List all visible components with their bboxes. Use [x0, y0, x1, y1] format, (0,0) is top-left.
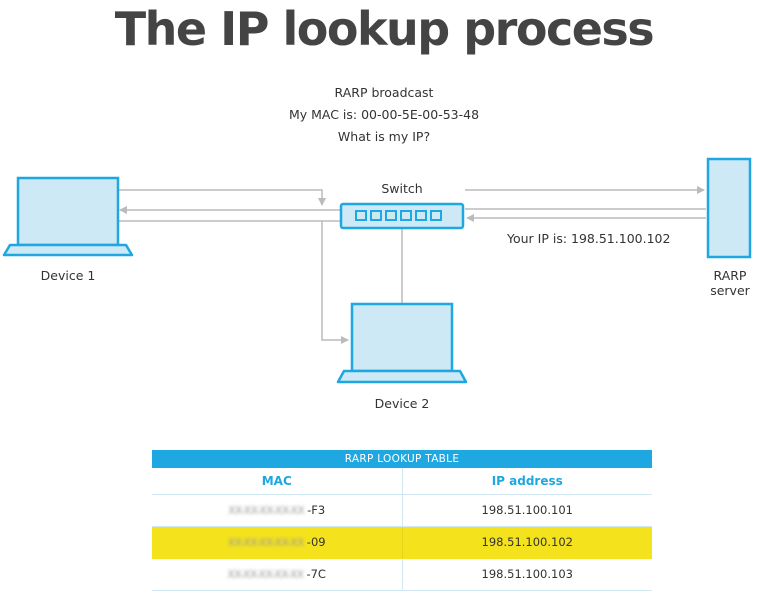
ip-cell: 198.51.100.102	[481, 535, 573, 549]
table-row: XX-XX-XX-XX-XX-F3 198.51.100.101	[152, 495, 652, 527]
broadcast-arrow-device1-to-switch	[118, 189, 326, 206]
laptop-icon-device-2	[336, 302, 468, 384]
mac-suffix: -09	[306, 535, 326, 549]
rarp-lookup-table: RARP LOOKUP TABLE MAC IP address XX-XX-X…	[152, 450, 652, 591]
server-label: RARP server	[690, 268, 768, 298]
broadcast-line-3: What is my IP?	[337, 129, 431, 144]
mac-redacted: XX-XX-XX-XX-XX	[227, 537, 304, 549]
reply-message: Your IP is: 198.51.100.102	[507, 231, 671, 246]
mac-cell: XX-XX-XX-XX-XX-F3	[152, 495, 403, 526]
ip-cell: 198.51.100.103	[481, 567, 573, 581]
mac-redacted: XX-XX-XX-XX-XX	[228, 505, 305, 517]
device-1-label: Device 1	[40, 268, 96, 283]
broadcast-line-1: RARP broadcast	[334, 85, 434, 100]
mac-suffix: -7C	[306, 567, 326, 581]
server-icon	[706, 157, 752, 259]
table-row: XX-XX-XX-XX-XX-7C 198.51.100.103	[152, 559, 652, 591]
server-label-line-2: server	[710, 283, 750, 298]
table-title: RARP LOOKUP TABLE	[152, 450, 652, 468]
broadcast-arrow-to-device2	[321, 221, 349, 344]
table-header-row: MAC IP address	[152, 468, 652, 495]
column-header-mac: MAC	[152, 468, 403, 494]
column-header-ip: IP address	[491, 474, 563, 488]
network-diagram	[2, 157, 752, 384]
ip-cell: 198.51.100.101	[481, 503, 573, 517]
mac-cell: XX-XX-XX-XX-XX-09	[152, 527, 403, 558]
table-row-highlighted: XX-XX-XX-XX-XX-09 198.51.100.102	[152, 527, 652, 559]
broadcast-message: RARP broadcast My MAC is: 00-00-5E-00-53…	[234, 82, 534, 148]
switch-label: Switch	[381, 181, 423, 196]
mac-redacted: XX-XX-XX-XX-XX	[227, 569, 304, 581]
server-label-line-1: RARP	[713, 268, 747, 283]
diagram-title: The IP lookup process	[114, 2, 655, 56]
device-2-label: Device 2	[374, 396, 430, 411]
laptop-icon-device-1	[2, 176, 134, 257]
mac-suffix: -F3	[307, 503, 326, 517]
mac-cell: XX-XX-XX-XX-XX-7C	[152, 559, 403, 590]
switch-icon	[339, 202, 465, 230]
broadcast-line-2: My MAC is: 00-00-5E-00-53-48	[288, 107, 480, 122]
